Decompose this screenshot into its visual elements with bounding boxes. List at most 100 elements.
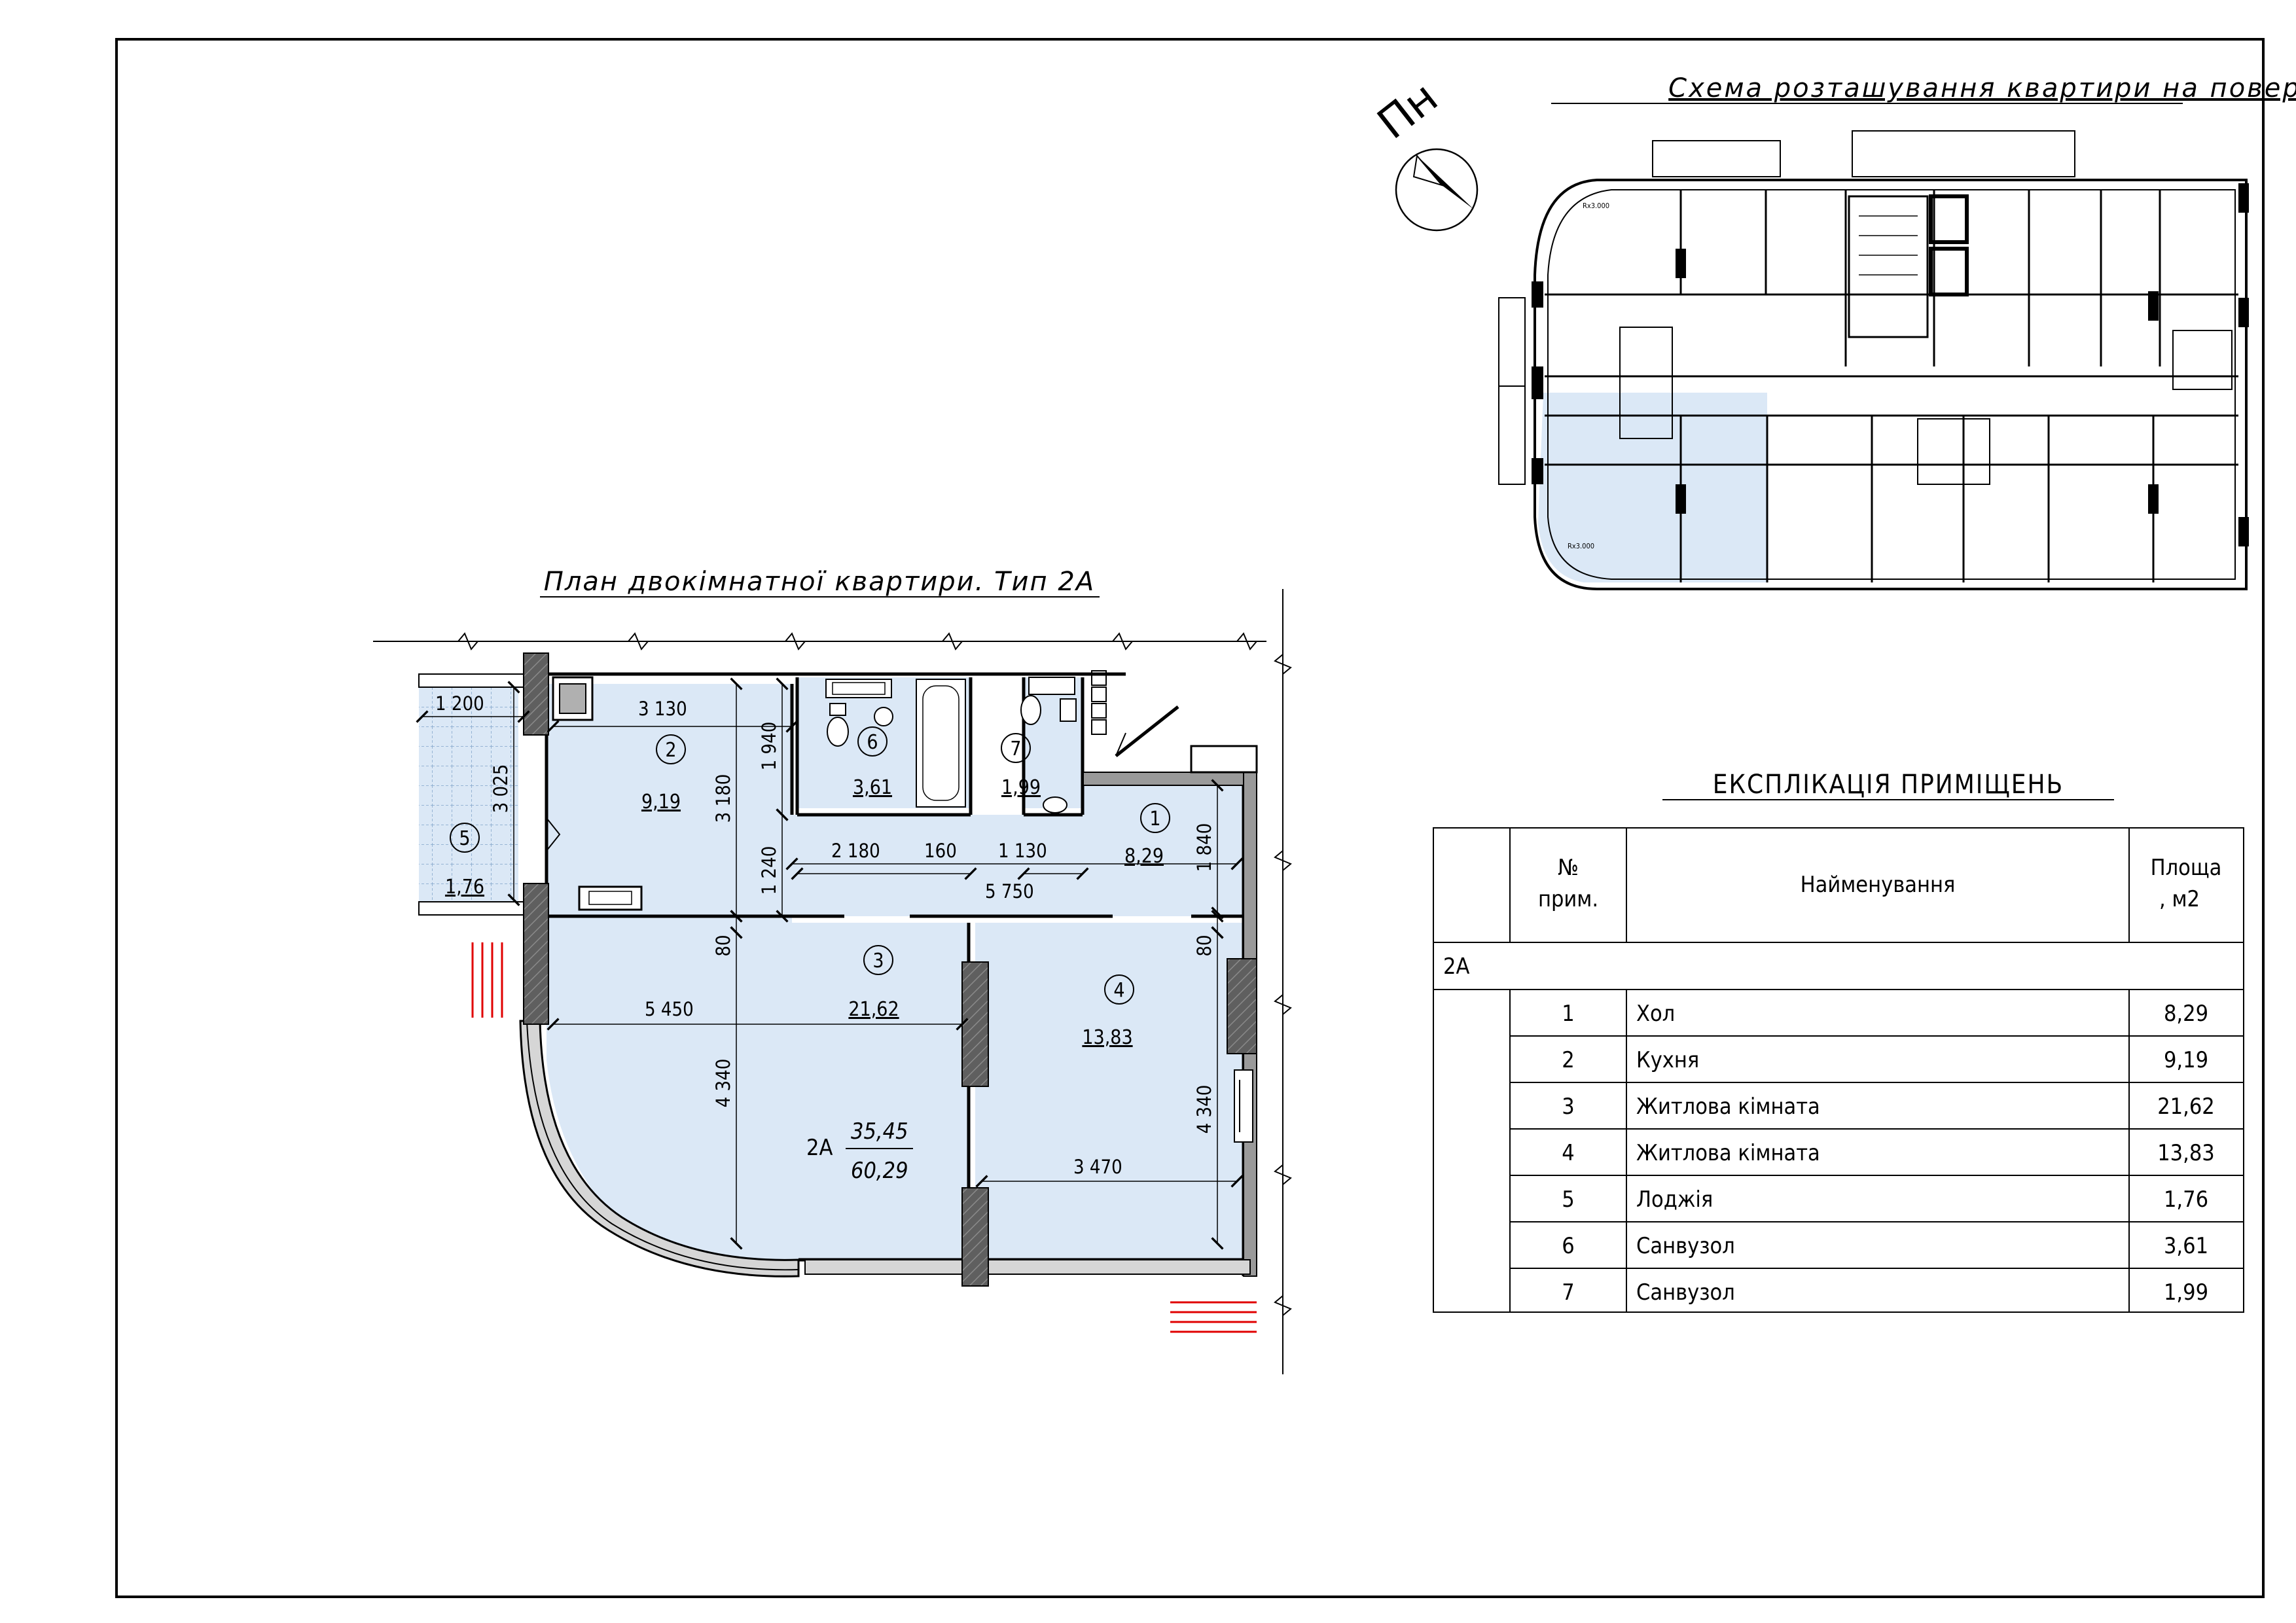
floor-scheme-highlight (1538, 393, 1767, 582)
dim-2180: 2 180 (831, 840, 880, 862)
floor-scheme: Rx3.000 Rx3.000 (1498, 130, 2249, 590)
north-label: Пн (1368, 72, 1447, 149)
row-name: Житлова кімната (1636, 1094, 1820, 1120)
red-markers-bottom (1170, 1301, 1257, 1333)
room-2-number: 2 (665, 739, 676, 762)
dim-3470: 3 470 (1073, 1156, 1122, 1178)
row-area: 13,83 (2157, 1140, 2215, 1166)
apartment-total-area: 60,29 (851, 1158, 908, 1184)
room-7-number: 7 (1010, 738, 1021, 760)
dim-80-right: 80 (1193, 935, 1215, 956)
room-5-number: 5 (459, 827, 470, 850)
red-markers-left (471, 942, 503, 1018)
dim-1840: 1 840 (1193, 823, 1215, 872)
dim-1240: 1 240 (758, 846, 780, 895)
sheet-border (115, 38, 2265, 1598)
room-marker-5: 5 1,76 (445, 823, 484, 899)
row-number: 5 (1562, 1186, 1574, 1213)
dim-80-left: 80 (712, 935, 734, 956)
row-area: 1,76 (2164, 1186, 2208, 1213)
room-5-area: 1,76 (445, 876, 484, 899)
row-name: Санвузол (1636, 1279, 1735, 1306)
room-marker-7: 7 1,99 (1001, 733, 1041, 799)
curved-wall (519, 1020, 800, 1277)
header-name: Найменування (1801, 872, 1956, 898)
column (961, 1187, 989, 1287)
north-arrow-needle-outline (1412, 154, 1444, 187)
dim-4340-right: 4 340 (1193, 1085, 1215, 1134)
room-4-area: 13,83 (1082, 1026, 1132, 1049)
table-row: 3 Житлова кімната 21,62 (1562, 1094, 2215, 1120)
row-number: 3 (1562, 1094, 1574, 1120)
dim-5450: 5 450 (645, 998, 694, 1020)
header-num-line1: № (1558, 855, 1579, 881)
header-area-line2: , м2 (2159, 886, 2200, 912)
table-row: 5 Лоджія 1,76 (1562, 1186, 2208, 1213)
dim-1130: 1 130 (998, 840, 1047, 862)
explication-title: ЕКСПЛІКАЦІЯ ПРИМІЩЕНЬ (1713, 770, 2064, 800)
row-name: Лоджія (1636, 1186, 1713, 1213)
break-line-top (373, 632, 1266, 651)
dim-3025: 3 025 (490, 764, 512, 813)
row-name: Кухня (1636, 1047, 1699, 1073)
row-number: 1 (1562, 1001, 1574, 1027)
header-num-line2: прим. (1538, 886, 1598, 912)
row-name: Житлова кімната (1636, 1140, 1820, 1166)
north-arrow: Пн (1368, 72, 1479, 232)
table-row: 4 Житлова кімната 13,83 (1562, 1140, 2215, 1166)
column (1227, 958, 1257, 1054)
dim-3180: 3 180 (712, 774, 734, 823)
row-name: Хол (1636, 1001, 1675, 1027)
room-marker-3: 3 21,62 (848, 945, 899, 1021)
room-3-area: 21,62 (848, 998, 899, 1021)
row-name: Санвузол (1636, 1233, 1735, 1259)
column (523, 652, 549, 736)
row-area: 3,61 (2164, 1233, 2208, 1259)
floor-scheme-label-bottom: Rx3.000 (1568, 542, 1594, 550)
row-number: 2 (1562, 1047, 1574, 1073)
floor-scheme-title: Схема розташування квартири на поверсі (1668, 73, 2296, 103)
table-row: 7 Санвузол 1,99 (1562, 1279, 2208, 1306)
table-row: 6 Санвузол 3,61 (1562, 1233, 2208, 1259)
room-3-floor (547, 923, 969, 1260)
entrance-door (1115, 705, 1179, 757)
room-7-area: 1,99 (1001, 776, 1041, 799)
apartment-label: 2А (806, 1135, 833, 1161)
dim-1200: 1 200 (435, 692, 484, 715)
apartment-living-area: 35,45 (851, 1118, 908, 1145)
column (961, 961, 989, 1087)
row-area: 1,99 (2164, 1279, 2208, 1306)
floor-scheme-label-top: Rx3.000 (1583, 202, 1609, 210)
floor-scheme-outline (1534, 179, 2248, 590)
north-arrow-needle (1417, 156, 1474, 209)
room-marker-4: 4 13,83 (1082, 974, 1134, 1049)
apartment-total: 2А 35,45 60,29 (806, 1118, 913, 1184)
room-marker-6: 6 3,61 (853, 726, 892, 799)
column (523, 883, 549, 1025)
room-marker-2: 2 9,19 (641, 734, 686, 813)
apartment-plan: 1 200 3 025 3 130 3 180 1 940 1 240 2 18… (373, 589, 1292, 1374)
break-line-right (1274, 589, 1292, 1374)
room-1-number: 1 (1149, 808, 1160, 830)
dim-1940: 1 940 (758, 722, 780, 771)
row-area: 9,19 (2164, 1047, 2208, 1073)
header-area-line1: Площа (2151, 855, 2222, 881)
dim-5750: 5 750 (985, 880, 1034, 902)
room-1-floor (792, 772, 1244, 916)
table-row: 2 Кухня 9,19 (1562, 1047, 2208, 1073)
row-area: 21,62 (2157, 1094, 2215, 1120)
north-arrow-circle (1395, 148, 1479, 232)
group-label: 2А (1443, 954, 1469, 980)
room-4-number: 4 (1113, 979, 1124, 1002)
row-number: 4 (1562, 1140, 1574, 1166)
room-1-area: 8,29 (1124, 845, 1164, 868)
row-number: 6 (1562, 1233, 1574, 1259)
dim-160: 160 (924, 840, 957, 862)
dim-4340-left: 4 340 (712, 1059, 734, 1108)
room-marker-1: 1 8,29 (1124, 803, 1170, 868)
room-6-number: 6 (867, 731, 878, 754)
room-6-area: 3,61 (853, 776, 892, 799)
row-number: 7 (1562, 1279, 1574, 1306)
